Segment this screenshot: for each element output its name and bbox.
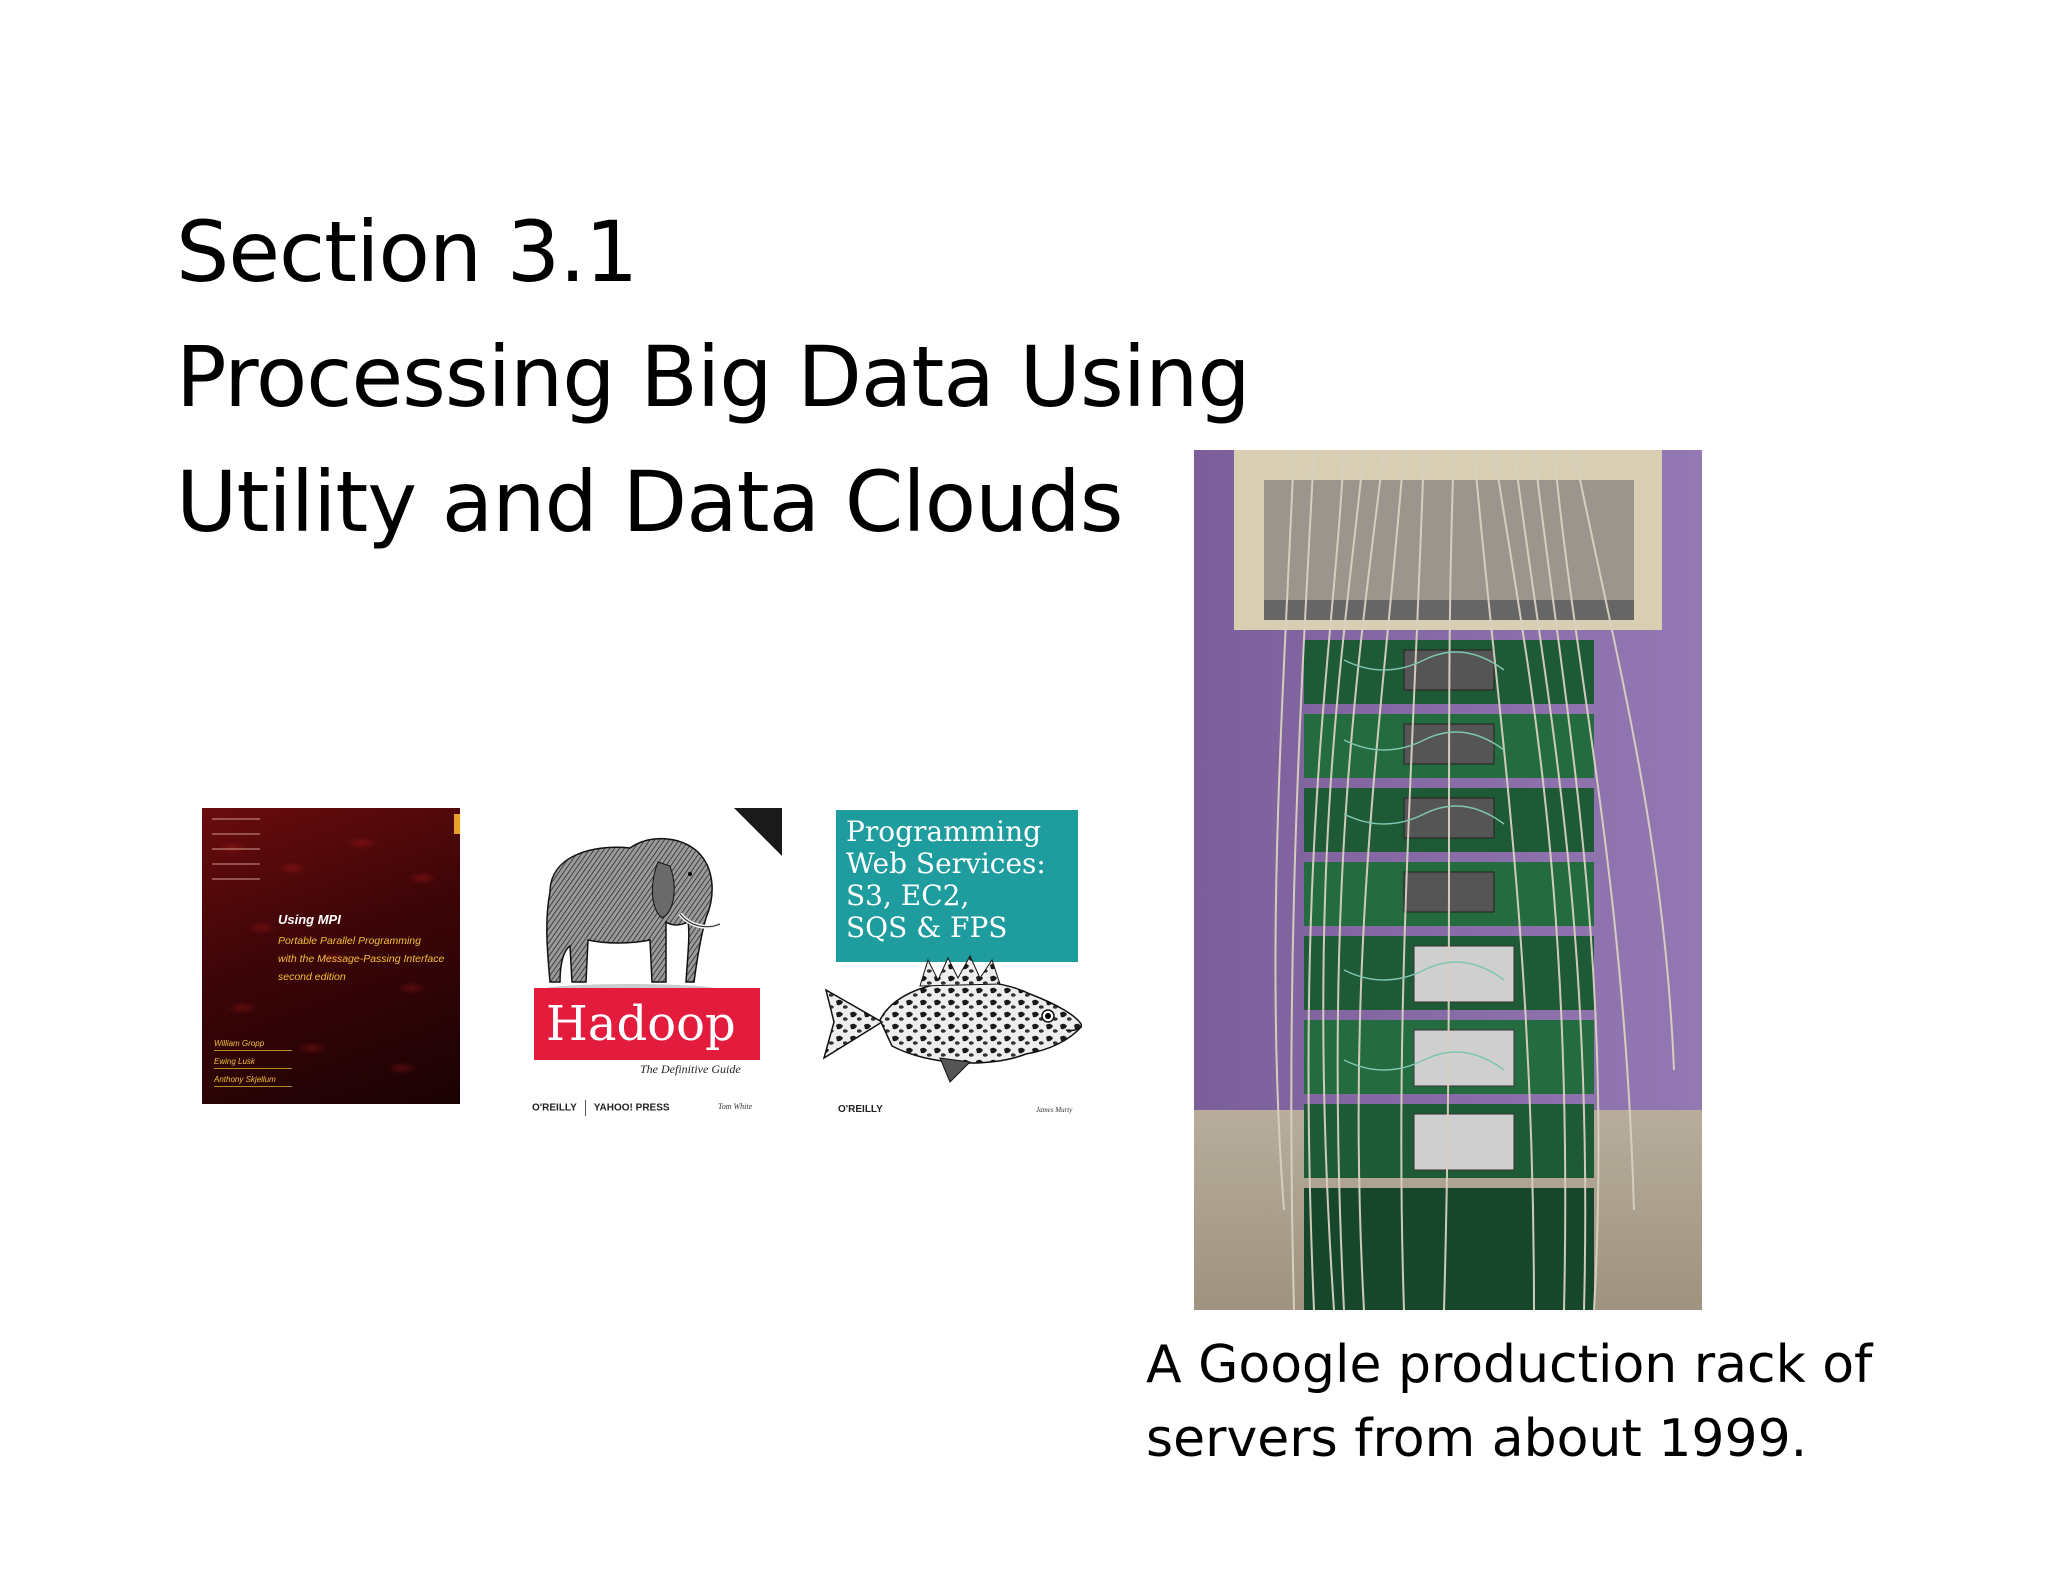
aws-title-line-4: SQS & FPS [846, 911, 1008, 944]
fish-illustration [822, 954, 1082, 1083]
mpi-title: Using MPI [278, 912, 341, 927]
book-cover-hadoop: Hadoop The Definitive Guide O'REILLY YAHO… [530, 808, 782, 1130]
series-label [212, 818, 260, 893]
mpi-subtitle-line-1: Portable Parallel Programming [278, 935, 421, 947]
slide-title: Section 3.1 Processing Big Data Using Ut… [176, 190, 1251, 565]
mpi-subtitle-line-2: with the Message-Passing Interface [278, 953, 445, 965]
aws-publisher: O'REILLY [838, 1104, 883, 1115]
mpi-edition: second edition [278, 971, 346, 983]
cover-corner-tab [454, 814, 460, 834]
aws-author: James Murty [1036, 1106, 1073, 1114]
server-rack-photo [1194, 450, 1702, 1310]
caption-line-1: A Google production rack of [1146, 1335, 1873, 1395]
mpi-author: William Gropp [214, 1038, 292, 1051]
mpi-author: Anthony Skjellum [214, 1074, 292, 1087]
mpi-authors: William Gropp Ewing Lusk Anthony Skjellu… [214, 1038, 292, 1092]
hadoop-title: Hadoop [534, 988, 760, 1060]
photo-caption: A Google production rack of servers from… [1146, 1328, 1872, 1476]
hadoop-author: Tom White [718, 1102, 753, 1111]
elephant-illustration [540, 837, 721, 996]
mpi-author: Ewing Lusk [214, 1056, 292, 1069]
title-line-1: Section 3.1 [176, 203, 638, 301]
title-line-3: Utility and Data Clouds [176, 453, 1123, 551]
aws-title-line-1: Programming [846, 815, 1042, 848]
book-cover-using-mpi: Using MPI Portable Parallel Programming … [202, 808, 460, 1104]
book-cover-programming-web-services: Programming Web Services: S3, EC2, SQS &… [820, 810, 1082, 1128]
hadoop-copublisher: YAHOO! PRESS [593, 1102, 670, 1114]
hadoop-publishers: O'REILLY YAHOO! PRESS [532, 1100, 670, 1116]
title-line-2: Processing Big Data Using [176, 328, 1251, 426]
hadoop-publisher: O'REILLY [532, 1102, 577, 1114]
caption-line-2: servers from about 1999. [1146, 1409, 1808, 1469]
mpi-subtitle: Portable Parallel Programming with the M… [278, 932, 444, 986]
aws-title-line-2: Web Services: [846, 847, 1046, 880]
edition-banner [734, 808, 782, 856]
aws-title-line-3: S3, EC2, [846, 879, 970, 912]
aws-title-block: Programming Web Services: S3, EC2, SQS &… [836, 810, 1078, 962]
hadoop-subtitle: The Definitive Guide [640, 1062, 741, 1076]
